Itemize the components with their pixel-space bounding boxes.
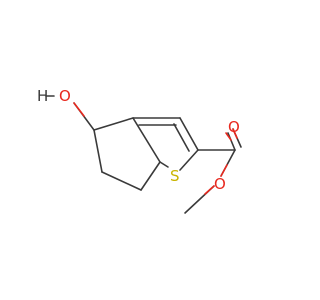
bond-c4-o-red — [73, 102, 85, 117]
molecule-structure: H O S O O — [37, 87, 242, 214]
atom-hydroxyl-h: H — [37, 87, 48, 105]
atom-ring-s: S — [170, 167, 180, 185]
bond-c4-c3a — [93, 117, 134, 131]
bond-c6-c6a — [140, 161, 161, 191]
bond-ccarbonyl-o-double-red — [225, 132, 232, 141]
bond-ccarbonyl-o-double-2-red — [232, 128, 238, 139]
atom-hydroxyl-o: O — [59, 87, 71, 105]
bond-c4-c5 — [93, 129, 103, 173]
bond-ccarbonyl-o-double — [227, 132, 236, 151]
molecule-diagram: H O S O O — [37, 87, 242, 214]
bond-oester-methyl-red — [204, 185, 215, 195]
bond-c3-c2-double — [173, 123, 190, 152]
atom-ester-o: O — [214, 175, 226, 193]
bond-c5-c6 — [101, 171, 142, 191]
bond-c3a-c6a — [132, 117, 161, 163]
atom-carbonyl-o: O — [228, 118, 240, 136]
bond-c3-c2 — [179, 117, 199, 151]
bond-c2-s — [179, 149, 199, 171]
bond-c6a-s — [159, 161, 169, 168]
bond-ccarbonyl-oester-red — [220, 164, 228, 177]
